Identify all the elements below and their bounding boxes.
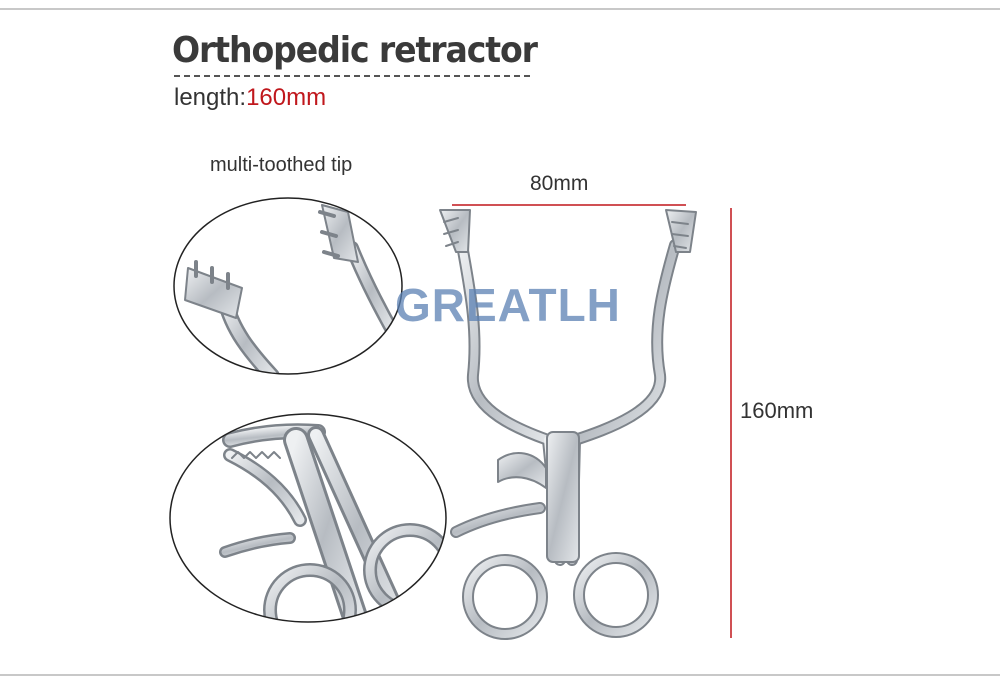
title-dashed-underline (174, 75, 530, 77)
length-value: 160mm (246, 84, 327, 111)
ratchet-detail-callout (169, 413, 447, 623)
tip-callout-circle (173, 197, 403, 375)
length-label: length: (174, 84, 247, 111)
product-title: Orthopedic retractor (172, 30, 538, 71)
bottom-border (0, 674, 1000, 676)
height-dimension-label: 160mm (740, 398, 814, 423)
retractor-main (439, 209, 697, 640)
top-border (0, 8, 1000, 10)
brand-watermark: GREATLH (395, 279, 621, 331)
length-spec: length:160mm (174, 84, 326, 112)
tip-callout-label: multi-toothed tip (210, 154, 353, 176)
ratchet-callout-circle (169, 413, 447, 623)
tip-detail-callout (173, 197, 403, 375)
width-dimension-label: 80mm (530, 172, 589, 195)
